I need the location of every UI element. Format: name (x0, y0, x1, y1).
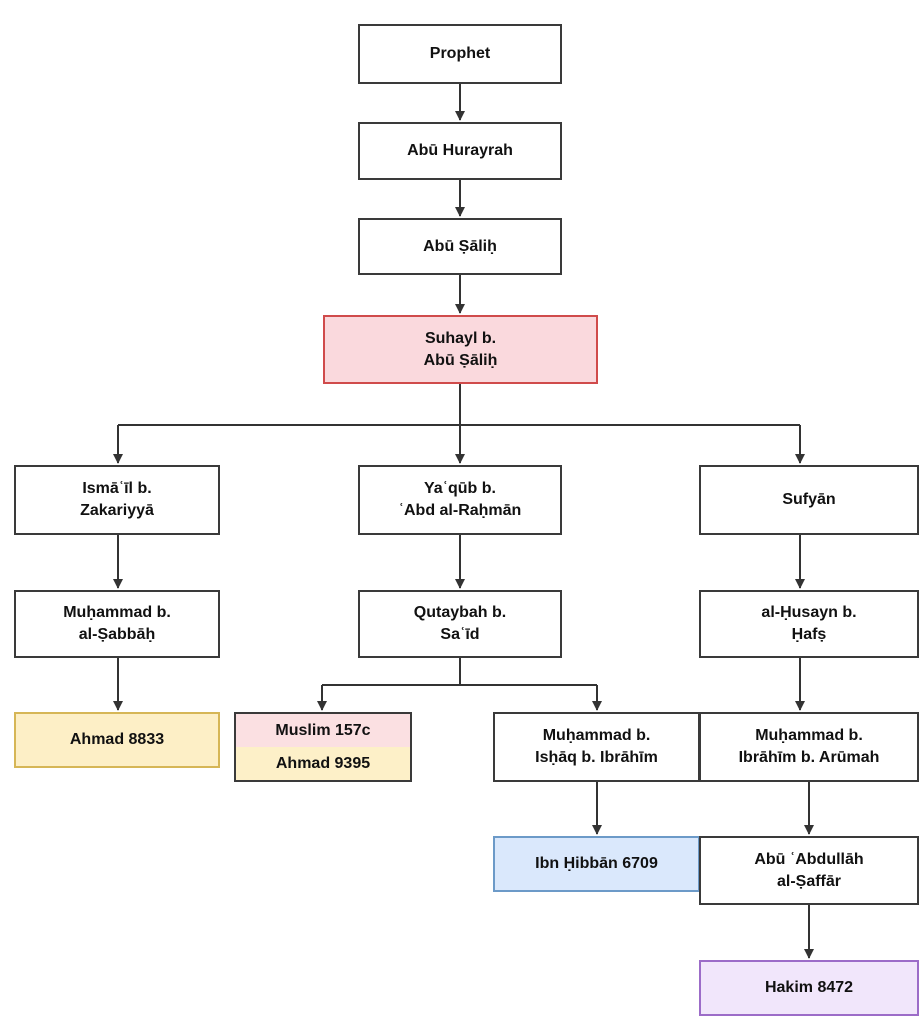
node-ismail: Ismāʿīl b. Zakariyyā (14, 465, 220, 535)
node-hakim: Hakim 8472 (699, 960, 919, 1016)
node-yaqub: Yaʿqūb b. ʿAbd al-Raḥmān (358, 465, 562, 535)
node-prophet: Prophet (358, 24, 562, 84)
node-ibn-hibban: Ibn Ḥibbān 6709 (493, 836, 700, 892)
node-ahmad-8833: Ahmad 8833 (14, 712, 220, 768)
node-muhammad-sabbah: Muḥammad b. al-Ṣabbāḥ (14, 590, 220, 658)
node-muslim-ahmad: Muslim 157c Ahmad 9395 (234, 712, 412, 782)
node-muhammad-ishaq: Muḥammad b. Isḥāq b. Ibrāhīm (493, 712, 700, 782)
node-abu-abdullah: Abū ʿAbdullāh al-Ṣaffār (699, 836, 919, 905)
source-muslim-157c: Muslim 157c (236, 714, 410, 747)
node-suhayl: Suhayl b. Abū Ṣāliḥ (323, 315, 598, 384)
node-qutaybah: Qutaybah b. Saʿīd (358, 590, 562, 658)
node-sufyan: Sufyān (699, 465, 919, 535)
node-abu-hurayrah: Abū Hurayrah (358, 122, 562, 180)
source-ahmad-9395: Ahmad 9395 (236, 747, 410, 780)
node-husayn: al-Ḥusayn b. Ḥafṣ (699, 590, 919, 658)
node-muhammad-arumah: Muḥammad b. Ibrāhīm b. Arūmah (699, 712, 919, 782)
node-abu-salih: Abū Ṣāliḥ (358, 218, 562, 275)
